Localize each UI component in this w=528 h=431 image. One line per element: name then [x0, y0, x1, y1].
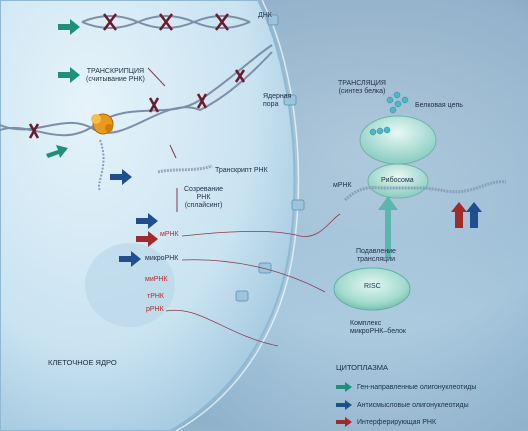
polymerase-icon — [91, 113, 114, 135]
label-translation-suppression: Подавление трансляции — [356, 248, 396, 264]
process-arrows — [147, 67, 178, 212]
nuclear-pore — [291, 199, 305, 211]
gene-targeted-arrow-icon — [58, 19, 80, 35]
label-mrna-cytoplasm: мРНК — [333, 182, 352, 189]
nuclear-pore — [283, 94, 297, 106]
interfering-rna-arrow-icon — [451, 202, 467, 228]
arrow-icon — [378, 196, 398, 258]
dna-helix-main — [0, 44, 273, 191]
antisense-arrow-icon — [336, 400, 352, 410]
antisense-arrow-icon — [466, 202, 482, 228]
arrow-icon — [147, 67, 166, 87]
ribosome-small-subunit — [367, 163, 429, 199]
rna-transcript — [157, 164, 213, 174]
label-mirna: миРНК — [145, 276, 168, 283]
label-nuclear-pore: Ядерная пора — [263, 93, 292, 109]
microrna-path — [181, 259, 326, 293]
dna-helix-top — [81, 13, 251, 31]
nucleolus — [85, 243, 175, 327]
antisense-arrow-icon — [136, 213, 158, 229]
regulation-arrows — [451, 202, 482, 228]
gene-targeted-arrow-icon — [46, 145, 68, 158]
oligo-arrows — [46, 19, 158, 267]
label-mrna-nucleus: мРНК — [160, 231, 179, 238]
label-microrna-protein-complex: Комплекс микроРНК–белок — [350, 320, 406, 336]
label-rrna: рРНК — [146, 306, 164, 313]
label-rna-transcript: Транскрипт РНК — [215, 167, 268, 174]
label-trna: тРНК — [147, 293, 165, 300]
arrow-icon — [169, 144, 177, 159]
antisense-arrow-icon — [110, 169, 132, 185]
legend-item-gene-targeted: Ген-направленные олигонуклеотиды — [336, 382, 476, 392]
legend-label: Интерферирующая РНК — [357, 418, 437, 426]
label-cell-nucleus: КЛЕТОЧНОЕ ЯДРО — [48, 358, 117, 367]
nucleus-membrane-highlight — [175, 0, 300, 431]
legend-label: Ген-направленные олигонуклеотиды — [357, 383, 477, 391]
label-dna: ДНК — [258, 12, 272, 19]
interfering-rna-arrow-icon — [336, 417, 352, 427]
label-rna-maturation: Созревание РНК (сплайсинг) — [184, 186, 224, 210]
label-microrna: микроРНК — [145, 255, 179, 262]
legend-item-antisense: Антисмысловые олигонуклеотиды — [336, 400, 469, 410]
antisense-arrow-icon — [119, 251, 141, 267]
rna-paths — [165, 213, 341, 347]
legend-label: Антисмысловые олигонуклеотиды — [357, 401, 469, 409]
label-cytoplasm: ЦИТОПЛАЗМА — [336, 363, 389, 372]
label-transcription: ТРАНСКРИПЦИЯ (считывание РНК) — [86, 68, 145, 84]
label-translation: ТРАНСЛЯЦИЯ (синтез белка) — [338, 80, 386, 96]
nuclear-pore — [267, 14, 279, 26]
ribosome-large-subunit — [359, 115, 437, 165]
protein-beads-icon — [369, 91, 409, 136]
cell-nucleus — [0, 0, 296, 431]
legend-item-interfering: Интерферирующая РНК — [336, 417, 436, 427]
mrna-path — [181, 213, 341, 237]
ribosome — [359, 115, 437, 199]
interfering-rna-arrow-icon — [136, 231, 158, 247]
mrna-strand-cytoplasm — [343, 180, 507, 202]
gene-targeted-arrow-icon — [58, 67, 80, 83]
nuclear-pore — [258, 262, 272, 274]
label-ribosome: Рибосома — [381, 177, 414, 184]
label-protein-chain: Белковая цепь — [415, 102, 463, 109]
nuclear-pore — [235, 290, 249, 302]
gene-targeted-arrow-icon — [336, 382, 352, 392]
rrna-path — [165, 309, 279, 347]
nuclear-pores — [235, 14, 305, 302]
risc-complex — [333, 267, 411, 311]
label-risc: RISC — [364, 283, 381, 290]
